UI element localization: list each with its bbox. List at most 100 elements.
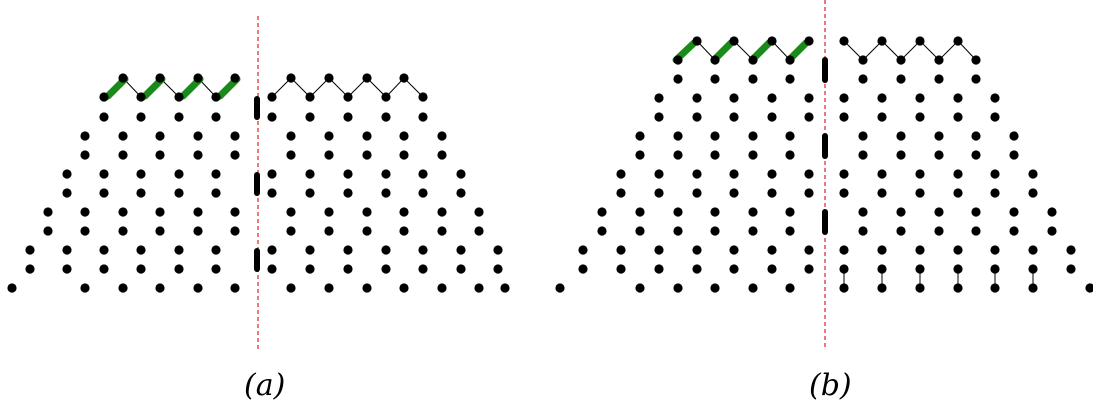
lattice-node [710, 74, 720, 84]
lattice-node [437, 150, 447, 160]
lattice-node [896, 74, 906, 84]
lattice-node [804, 169, 814, 179]
lattice-node [80, 131, 90, 141]
lattice-node [896, 150, 906, 160]
lattice-node [193, 226, 203, 236]
lattice-node [710, 150, 720, 160]
lattice-node [692, 264, 702, 274]
lattice-node [839, 93, 849, 103]
lattice-node [267, 245, 277, 255]
lattice-node [654, 264, 664, 274]
lattice-node [305, 264, 315, 274]
lattice-node [673, 131, 683, 141]
lattice-node [418, 92, 428, 102]
lattice-node [493, 264, 503, 274]
lattice-node [635, 283, 645, 293]
lattice-node [286, 226, 296, 236]
lattice-node [324, 207, 334, 217]
lattice-node [692, 188, 702, 198]
lattice-node [915, 112, 925, 122]
lattice-node [710, 283, 720, 293]
lattice-node [25, 245, 35, 255]
lattice-node [155, 150, 165, 160]
lattice-node [616, 169, 626, 179]
lattice-node [399, 283, 409, 293]
lattice-node [729, 245, 739, 255]
lattice-node [971, 131, 981, 141]
lattice-node [456, 264, 466, 274]
lattice-node [80, 150, 90, 160]
lattice-node [616, 188, 626, 198]
lattice-node [381, 245, 391, 255]
lattice-node [155, 131, 165, 141]
lattice-node [155, 207, 165, 217]
lattice-node [343, 264, 353, 274]
lattice-node [953, 264, 963, 274]
lattice-node [62, 245, 72, 255]
lattice-node [804, 36, 814, 46]
lattice-node [1009, 207, 1019, 217]
lattice-node [804, 188, 814, 198]
lattice-node [953, 283, 963, 293]
lattice-node [343, 188, 353, 198]
lattice-node [804, 245, 814, 255]
lattice-node [267, 264, 277, 274]
lattice-node [839, 264, 849, 274]
lattice-node [785, 207, 795, 217]
lattice-node [1028, 188, 1038, 198]
lattice-node [418, 188, 428, 198]
lattice-node [654, 112, 664, 122]
lattice-node [729, 188, 739, 198]
lattice-node [230, 150, 240, 160]
lattice-node [230, 226, 240, 236]
lattice-node [193, 150, 203, 160]
lattice-node [971, 74, 981, 84]
lattice-node [99, 112, 109, 122]
lattice-node [555, 283, 565, 293]
lattice-node [877, 169, 887, 179]
lattice-node [118, 226, 128, 236]
lattice-node [211, 112, 221, 122]
lattice-node [343, 245, 353, 255]
panel-a: (a) [7, 16, 510, 403]
lattice-node [785, 131, 795, 141]
lattice-node [710, 55, 720, 65]
lattice-node [230, 283, 240, 293]
lattice-node [597, 207, 607, 217]
lattice-node [230, 73, 240, 83]
lattice-node [896, 55, 906, 65]
lattice-node [493, 245, 503, 255]
lattice-node [877, 264, 887, 274]
lattice-node [118, 207, 128, 217]
lattice-node [155, 226, 165, 236]
lattice-node [381, 112, 391, 122]
lattice-node [155, 283, 165, 293]
lattice-node [99, 92, 109, 102]
lattice-node [1009, 226, 1019, 236]
lattice-node [804, 112, 814, 122]
lattice-node [456, 188, 466, 198]
lattice-node [767, 169, 777, 179]
lattice-node [324, 226, 334, 236]
lattice-node [896, 131, 906, 141]
lattice-node [785, 283, 795, 293]
lattice-node [990, 112, 1000, 122]
lattice-node [362, 207, 372, 217]
lattice-node [767, 264, 777, 274]
lattice-node [437, 131, 447, 141]
lattice-node [915, 264, 925, 274]
lattice-node [136, 92, 146, 102]
lattice-node [915, 36, 925, 46]
lattice-node [673, 226, 683, 236]
lattice-node [286, 150, 296, 160]
lattice-node [767, 93, 777, 103]
lattice-node [915, 93, 925, 103]
lattice-node [785, 150, 795, 160]
lattice-node [934, 226, 944, 236]
lattice-node [1009, 150, 1019, 160]
lattice-node [324, 150, 334, 160]
lattice-node [136, 245, 146, 255]
lattice-node [456, 245, 466, 255]
lattice-node [858, 150, 868, 160]
